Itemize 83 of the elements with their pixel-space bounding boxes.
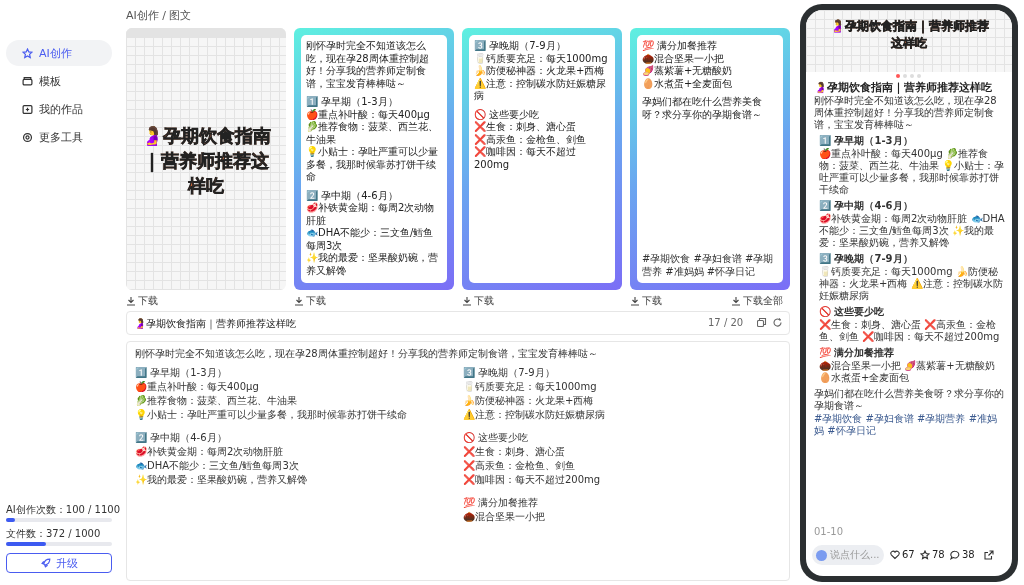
download-link: 下载	[126, 294, 158, 308]
text-line: ⚠注意：控制碳水防妊娠糖尿病	[463, 408, 606, 422]
upgrade-button: 升级	[6, 553, 112, 573]
text-line: 🍎重点补叶酸：每天400μg 🥬推荐食物：菠菜、西兰花、牛油果 💡小贴士：孕吐严重可以少量多餐，我那时候靠苏打饼干续命	[818, 148, 1006, 196]
download-link: 下载	[462, 294, 494, 308]
text-line: 🍎重点补叶酸：每天400μg	[135, 380, 260, 394]
nav-label: 我的作品	[39, 101, 83, 117]
title-text: 🤰孕期饮食指南｜营养师推荐这样吃	[134, 317, 296, 331]
text-line: 🥩补铁黄金期：每周2次动物肝脏	[135, 445, 285, 459]
nav-label: 模板	[39, 73, 61, 89]
text-line: 1⃣ 孕早期（1-3月）	[135, 366, 228, 380]
text-line: 🌰混合坚果一小把	[463, 510, 546, 524]
text-line: 🥩补铁黄金期：每周2次动物肝脏 🐟DHA不能少：三文鱼/鳕鱼每周3次 ✨我的最爱：坚果酸奶碗，营养又解馋	[818, 213, 1006, 249]
phone-mockup	[800, 4, 1018, 582]
text-line: 💯 满分加餐推荐	[818, 347, 896, 359]
cover-title: 🤰孕期饮食指南｜营养师推荐这样吃	[828, 18, 990, 52]
text-line: 3⃣ 孕晚期（7-9月）	[474, 40, 567, 53]
text-line: ❌生食：刺身、溏心蛋	[474, 121, 577, 134]
text-line: 🍌防便秘神器：火龙果+西梅	[463, 394, 595, 408]
text-line: 🍌防便秘神器：火龙果+西梅	[474, 65, 606, 78]
text-line: 🥬推荐食物：菠菜、西兰花、牛油果	[135, 394, 298, 408]
text-line: 1⃣ 孕早期（1-3月）	[818, 135, 914, 147]
text-line: 🚫 这些要少吃	[463, 431, 530, 445]
title-field	[126, 311, 790, 335]
count-label: 38	[962, 549, 975, 560]
text-line: ❌高汞鱼：金枪鱼、剑鱼	[463, 459, 576, 473]
text-line: 💯 满分加餐推荐	[463, 496, 540, 510]
text-line: ❌高汞鱼：金枪鱼、剑鱼	[474, 133, 587, 145]
post-date: 01-10	[814, 526, 844, 537]
text-line: 2⃣ 孕中期（4-6月）	[818, 200, 914, 212]
text-line: 刚怀孕时完全不知道该怎么吃，现在孕28周体重控制超好！分享我的营养师定制食谱，宝宝发育棒棒哒～	[814, 95, 998, 131]
text-line: 2⃣ 孕中期（4-6月）	[135, 431, 228, 445]
text-line: 🌰混合坚果一小把 🍠蒸紫薯+无糖酸奶 🥚水煮蛋+全麦面包	[818, 360, 996, 384]
text-line: ✨我的最爱：坚果酸奶碗，营养又解馋	[135, 473, 308, 487]
comment-field: 说点什么...	[812, 545, 884, 565]
note-card	[462, 28, 622, 290]
download-link: 下载全部	[731, 294, 783, 308]
text-line: 💯 满分加餐推荐	[642, 40, 719, 53]
download-link: 下载	[294, 294, 326, 308]
text-line: 🥬推荐食物：菠菜、西兰花、牛油果	[306, 121, 439, 146]
text-line: ❌咖啡因：每天不超过200mg	[474, 146, 576, 171]
count-label: 78	[932, 549, 945, 560]
text-line: ⚠注意：控制碳水防妊娠糖尿病	[474, 77, 607, 103]
hashtags: #孕期饮食 #孕妇食谱 #孕期营养 #准妈妈 #怀孕日记	[642, 253, 775, 278]
text-line: 🍠蒸紫薯+无糖酸奶	[642, 65, 734, 78]
text-line: 孕妈们都在吃什么营养美食呀？求分享你的孕期食谱～	[642, 96, 763, 121]
text-line: 🚫 这些要少吃	[818, 306, 886, 318]
text-line: 3⃣ 孕晚期（7-9月）	[463, 366, 556, 380]
text-line: 🥛钙质要充足：每天1000mg 🍌防便秘神器：火龙果+西梅 ⚠注意：控制碳水防妊娠糖尿病	[818, 266, 1004, 302]
text-line: ❌生食：刺身、溏心蛋	[463, 445, 566, 459]
text-line: ❌咖啡因：每天不超过200mg	[463, 473, 602, 487]
text-line: 刚怀孕时完全不知道该怎么吃，现在孕28周体重控制超好！分享我的营养师定制食谱，宝宝发育棒棒哒～	[306, 40, 430, 90]
nav-label: AI创作	[39, 45, 72, 61]
text-line: 💡小贴士：孕吐严重可以少量多餐，我那时候靠苏打饼干续命	[135, 408, 408, 422]
text-line: 🥚水煮蛋+全麦面包	[642, 77, 734, 90]
nav-label: 更多工具	[39, 129, 83, 145]
note-card	[294, 28, 454, 290]
text-area	[126, 341, 790, 581]
text-line: 🥩补铁黄金期：每周2次动物肝脏	[306, 202, 436, 227]
text-line: 🌰混合坚果一小把	[642, 52, 725, 64]
text-line: 孕妈们都在吃什么营养美食呀？求分享你的孕期食谱～	[814, 388, 1005, 412]
text-line: 1⃣ 孕早期（1-3月）	[306, 96, 399, 109]
text-line: 💡小贴士：孕吐严重可以少量多餐，我那时候靠苏打饼干续命	[306, 146, 439, 184]
text-line: 🐟DHA不能少：三文鱼/鳕鱼每周3次	[135, 459, 300, 473]
text-line: 2⃣ 孕中期（4-6月）	[306, 189, 399, 201]
text-line: 3⃣ 孕晚期（7-9月）	[818, 253, 914, 265]
text-line: ✨我的最爱：坚果酸奶碗，营养又解馋	[306, 252, 439, 277]
text-line: 🥛钙质要充足：每天1000mg	[463, 380, 598, 394]
text-line: 🚫 这些要少吃	[474, 108, 541, 120]
download-link: 下载	[630, 294, 662, 308]
char-counter: 17 / 20	[708, 317, 744, 328]
usage-text: 文件数：372 / 1000	[6, 527, 101, 541]
cover-card	[126, 28, 286, 290]
count-label: 67	[902, 549, 915, 560]
text-line: 🍎重点补叶酸：每天400μg	[306, 108, 431, 120]
text-line: ❌生食：刺身、溏心蛋 ❌高汞鱼：金枪鱼、剑鱼 ❌咖啡因：每天不超过200mg	[818, 319, 1001, 343]
text-line: 刚怀孕时完全不知道该怎么吃，现在孕28周体重控制超好！分享我的营养师定制食谱，宝宝发育棒棒哒～	[135, 347, 598, 361]
note-card	[630, 28, 790, 290]
cover-title: 🤰孕期饮食指南｜营养师推荐这样吃	[140, 124, 272, 198]
hashtags: #孕期饮食 #孕妇食谱 #孕期营养 #准妈妈 #怀孕日记	[814, 413, 999, 437]
post-title: 🤰孕期饮食指南｜营养师推荐这样吃	[814, 81, 993, 94]
text-line: 🐟DHA不能少：三文鱼/鳕鱼每周3次	[306, 227, 435, 252]
text-line: 🥛钙质要充足：每天1000mg	[474, 52, 609, 65]
